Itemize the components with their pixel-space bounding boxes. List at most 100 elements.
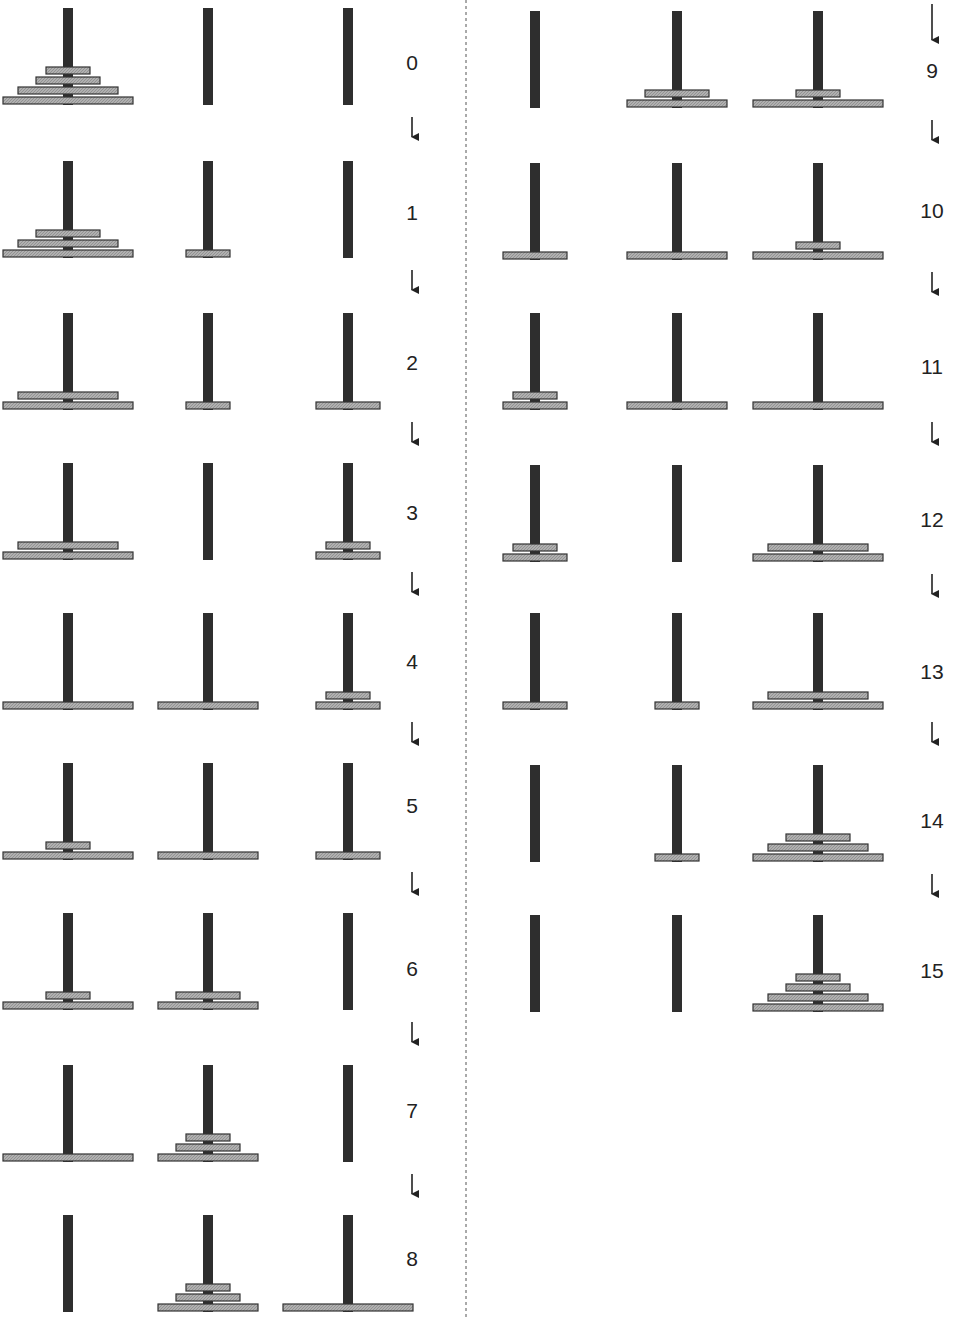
step-arrow [411,722,413,742]
disk [158,1154,258,1161]
disk [753,402,883,409]
disk [283,1304,413,1311]
disk [18,240,118,247]
step-number: 11 [921,356,943,377]
disk [176,1144,240,1151]
disk [18,392,118,399]
disk [753,554,883,561]
peg [672,163,682,260]
step-number: 6 [406,958,418,979]
disk [796,974,840,981]
disk [503,702,567,709]
disk [655,854,699,861]
step-number: 15 [920,960,943,981]
peg [203,613,213,710]
peg [530,613,540,710]
disk [753,252,883,259]
disk [3,97,133,104]
peg [63,613,73,710]
step-number: 8 [406,1248,418,1269]
disk [158,1002,258,1009]
disk [513,544,557,551]
disk [645,90,709,97]
step-number: 2 [406,352,418,373]
peg [63,1215,73,1312]
disk [503,402,567,409]
step-arrow [931,722,933,742]
disk [3,1002,133,1009]
disk [503,252,567,259]
divider-line [466,0,467,1320]
disk [796,90,840,97]
disk [176,1294,240,1301]
step-arrow [411,117,413,137]
disk [18,87,118,94]
peg [530,11,540,108]
peg [343,913,353,1010]
disk [176,992,240,999]
peg [203,313,213,410]
step-number: 0 [406,52,418,73]
peg [672,765,682,862]
disk [786,834,850,841]
peg [203,8,213,105]
step-arrow [931,874,933,894]
step-arrow [931,120,933,140]
disk [627,252,727,259]
disk [36,230,100,237]
disk [753,1004,883,1011]
peg [530,765,540,862]
disk [753,702,883,709]
disk [46,992,90,999]
peg [672,613,682,710]
disk [3,402,133,409]
peg [672,915,682,1012]
step-number: 9 [926,60,938,81]
disk [3,702,133,709]
disk [3,552,133,559]
disk [158,702,258,709]
step-arrow [411,422,413,442]
peg [203,463,213,560]
step-arrow [931,4,933,40]
peg [203,161,213,258]
disk [3,250,133,257]
step-number: 10 [920,200,943,221]
disk [3,1154,133,1161]
disk [655,702,699,709]
disk [316,552,380,559]
disk [326,692,370,699]
disk [768,692,868,699]
disk [186,1284,230,1291]
disk [186,250,230,257]
disk [316,402,380,409]
disk [18,542,118,549]
disk [326,542,370,549]
disk [627,402,727,409]
step-number: 13 [920,661,943,682]
disk [186,402,230,409]
peg [343,8,353,105]
peg [63,1065,73,1162]
step-arrow [411,1022,413,1042]
step-number: 3 [406,502,418,523]
disk [753,854,883,861]
disk [158,852,258,859]
disk [36,77,100,84]
disk [513,392,557,399]
peg [343,1215,353,1312]
step-number: 12 [920,509,943,530]
step-number: 4 [406,651,418,672]
step-arrow [931,574,933,594]
disk [503,554,567,561]
step-arrow [931,422,933,442]
step-number: 7 [406,1100,418,1121]
peg [672,465,682,562]
peg [343,1065,353,1162]
disk [158,1304,258,1311]
disk [768,994,868,1001]
step-number: 1 [406,202,418,223]
disk [316,852,380,859]
disk [316,702,380,709]
